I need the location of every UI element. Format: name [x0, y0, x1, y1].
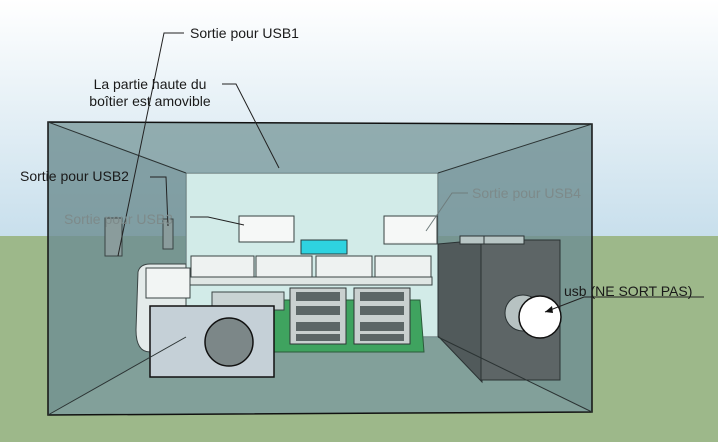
usb4-socket-top — [385, 217, 436, 242]
front-hole — [204, 317, 254, 367]
leader-usb3 — [190, 216, 245, 226]
usb-stack-right — [353, 287, 411, 345]
leader-usb1 — [117, 32, 184, 257]
usb3-socket-top — [240, 217, 293, 241]
label-usb1: Sortie pour USB1 — [190, 25, 299, 41]
annotation-leaders — [117, 32, 704, 313]
header-block-1 — [190, 255, 255, 279]
leader-usb-no — [544, 296, 704, 313]
cyan-connector — [300, 239, 348, 255]
label-usb4: Sortie pour USB4 — [472, 185, 581, 201]
left-cylinder-cap — [145, 267, 191, 299]
label-lid-line2: boîtier est amovible — [89, 93, 211, 109]
usb-port-disc — [518, 295, 562, 339]
header-rail — [185, 276, 433, 286]
label-usb3: Sortie pour USB3 — [64, 211, 173, 227]
label-lid-line1: La partie haute du — [93, 76, 207, 92]
label-usb2: Sortie pour USB2 — [20, 168, 129, 184]
pcb-assembly — [135, 239, 433, 353]
box-top-surface — [48, 122, 592, 173]
leader-usb2 — [150, 176, 169, 227]
leader-lid — [222, 83, 280, 169]
leader-usb-no-arrowhead — [545, 306, 553, 313]
header-block-4 — [374, 255, 432, 279]
header-block-3 — [315, 255, 373, 279]
front-panel — [149, 305, 275, 378]
label-usb-no: usb (NE SORT PAS) — [564, 283, 693, 299]
usb-stack-left — [289, 287, 347, 345]
label-lid: La partie haute du boîtier est amovible — [70, 76, 230, 110]
header-block-2 — [255, 255, 313, 279]
leader-usb4 — [425, 192, 468, 232]
